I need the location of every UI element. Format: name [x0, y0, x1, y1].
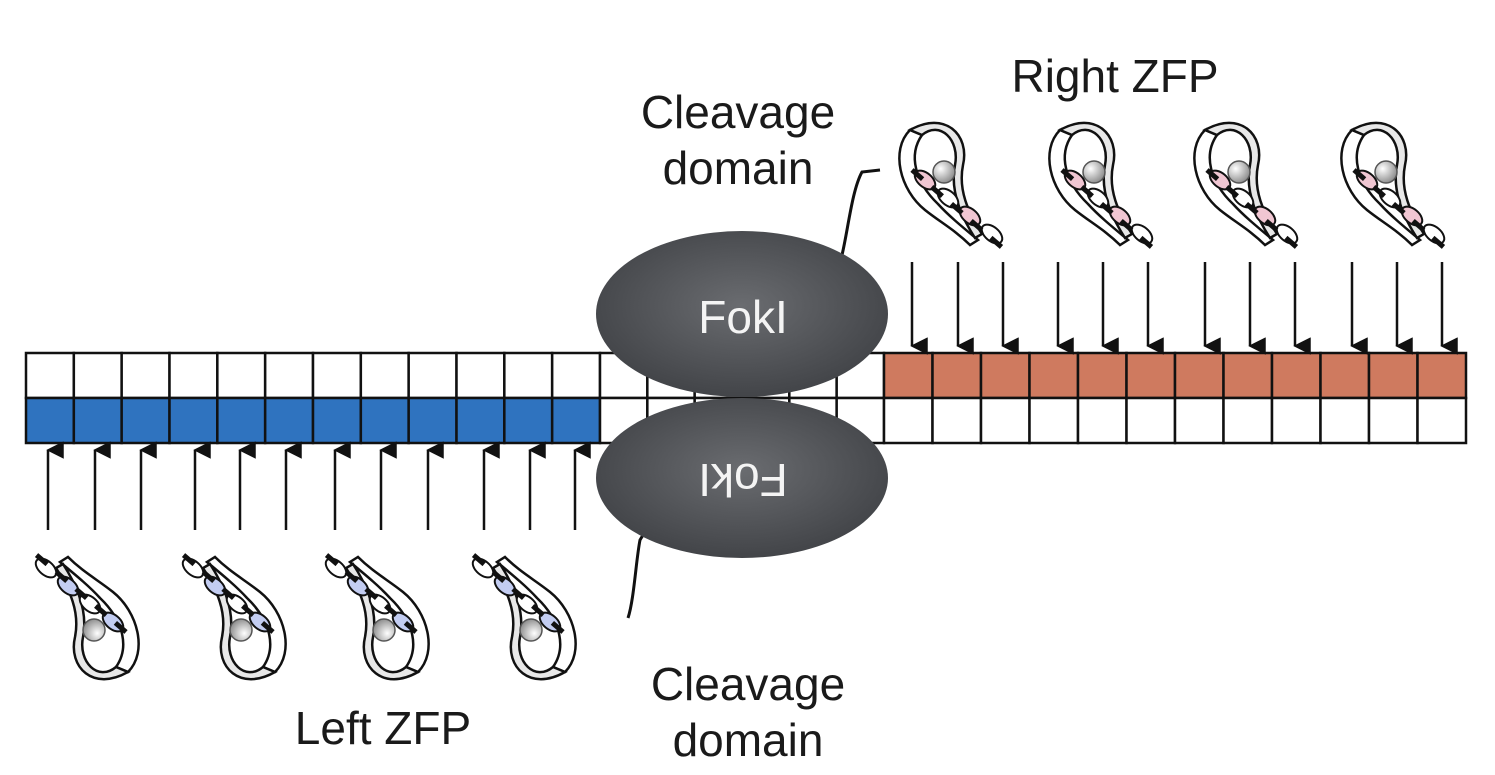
- left-linker: [626, 529, 648, 619]
- dna-cell-left-top: [455, 351, 506, 400]
- dna-cell-right-top: [1028, 351, 1080, 400]
- dna-cell-left-top: [216, 351, 267, 400]
- dna-cell-left-top: [407, 351, 458, 400]
- dna-cell-right-top: [979, 351, 1031, 400]
- dna-cell-right-bottom: [979, 396, 1031, 445]
- zinc-finger-right: [898, 121, 1007, 252]
- dna-cell-left-bottom: [550, 396, 602, 445]
- fokl-top-label: FokI: [698, 291, 788, 343]
- dna-cell-right-bottom: [1270, 396, 1322, 445]
- dna-cell-right-bottom: [1076, 396, 1128, 445]
- zinc-finger-right: [1340, 121, 1449, 252]
- dna-cell-left-bottom: [168, 396, 219, 445]
- dna-cell-right-bottom: [1173, 396, 1225, 445]
- dna-cell-right-bottom: [1319, 396, 1371, 445]
- dna-cell-right-top: [1222, 351, 1274, 400]
- cleavage-domain-top-label: Cleavage domain: [640, 86, 836, 194]
- fokl-domain-bottom: [596, 398, 888, 558]
- dna-cell-left-bottom: [455, 396, 506, 445]
- contact-arrows: [46, 262, 1458, 530]
- zinc-finger-left: [321, 550, 430, 681]
- dna-cell-right-top: [882, 351, 934, 400]
- dna-cell-right-bottom: [882, 396, 934, 445]
- dna-cell-right-top: [1076, 351, 1128, 400]
- dna-cell-left-bottom: [311, 396, 363, 445]
- dna-cell-right-bottom: [1416, 396, 1468, 445]
- dna-cell-left-bottom: [263, 396, 315, 445]
- zinc-finger-left: [468, 550, 577, 681]
- zinc-finger-left: [31, 550, 140, 681]
- dna-cell-right-bottom: [1222, 396, 1274, 445]
- left-zfp-label: Left ZFP: [294, 702, 472, 754]
- dna-cell-left-bottom: [120, 396, 171, 445]
- fokl-domain-top: [596, 231, 888, 397]
- dna-cell-left-bottom: [72, 396, 123, 445]
- dna-cell-left-bottom: [503, 396, 554, 445]
- dna-cell-right-top: [1173, 351, 1225, 400]
- zinc-finger-right: [1048, 121, 1157, 252]
- zinc-finger-right: [1193, 121, 1302, 252]
- dna-cell-left-top: [311, 351, 363, 400]
- dna-cell-left-top: [503, 351, 554, 400]
- dna-cell-left-bottom: [216, 396, 267, 445]
- dna-cell-right-top: [1416, 351, 1468, 400]
- left-zinc-finger-array: [31, 550, 577, 681]
- dna-cell-right-top: [1125, 351, 1177, 400]
- dna-cell-left-top: [550, 351, 602, 400]
- zinc-finger-left: [178, 550, 287, 681]
- dna-cell-left-top: [168, 351, 219, 400]
- cleavage-domain-bottom-label: Cleavage domain: [650, 658, 846, 766]
- right-linker: [840, 168, 881, 256]
- dna-cell-right-top: [1319, 351, 1371, 400]
- dna-cell-right-bottom: [1028, 396, 1080, 445]
- right-zfp-label: Right ZFP: [1011, 50, 1219, 102]
- dna-cell-right-top: [1367, 351, 1419, 400]
- dna-cell-right-bottom: [931, 396, 983, 445]
- dna-cell-left-top: [263, 351, 315, 400]
- fokl-bottom-label: FokI: [698, 454, 788, 506]
- dna-cell-left-top: [359, 351, 410, 400]
- dna-cell-left-bottom: [407, 396, 458, 445]
- dna-cell-right-bottom: [1125, 396, 1177, 445]
- dna-cell-left-bottom: [359, 396, 410, 445]
- dna-cell-left-top: [72, 351, 123, 400]
- dna-cell-left-top: [24, 351, 76, 400]
- dna-cell-right-bottom: [1367, 396, 1419, 445]
- dna-cell-left-top: [120, 351, 171, 400]
- dna-cell-left-bottom: [24, 396, 76, 445]
- right-zinc-finger-array: [898, 121, 1449, 252]
- dna-cell-right-top: [931, 351, 983, 400]
- dna-cell-right-top: [1270, 351, 1322, 400]
